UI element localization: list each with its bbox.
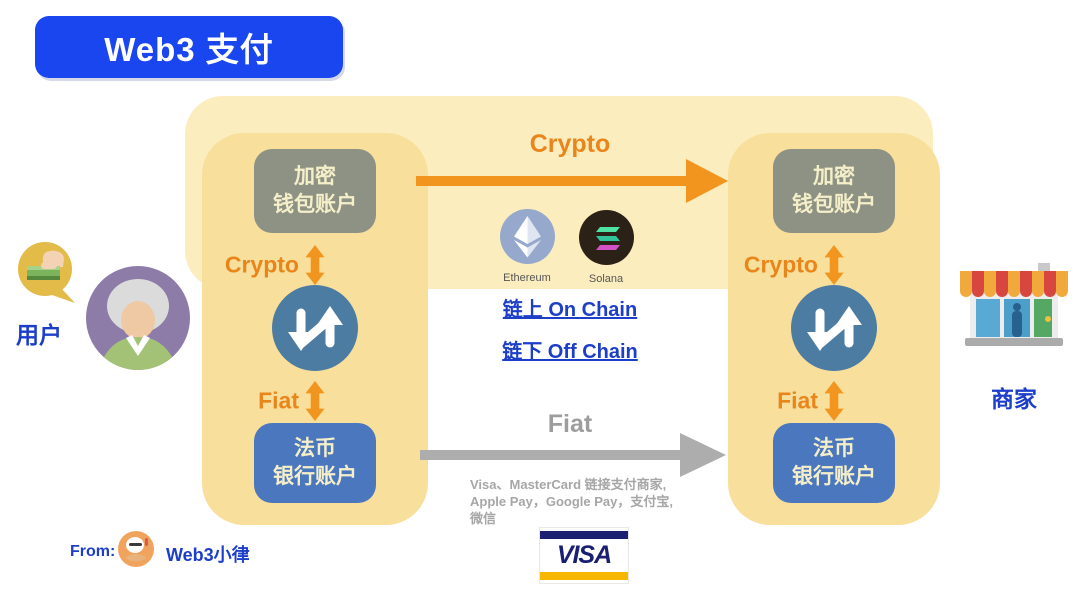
swap-icon [272,285,358,371]
crypto-wallet-label-line1: 加密 [294,164,336,188]
crypto-exchange-row: Crypto [728,243,940,287]
user-avatar [86,266,190,370]
crypto-wallet-label-line1: 加密 [813,164,855,188]
updown-arrow-icon [824,380,844,422]
crypto-exchange-row: Crypto [202,243,428,287]
crypto-flow-arrowhead-icon [686,159,728,203]
fiat-side-label: Fiat [777,387,818,414]
crypto-wallet-box: 加密 钱包账户 [773,149,895,233]
crypto-wallet-label-line2: 钱包账户 [273,193,357,216]
solana-chain: Solana [571,210,641,285]
fiat-flow-arrowhead-icon [680,433,726,477]
visa-wordmark: VISA [556,541,612,569]
visa-logo: VISA [539,527,629,584]
ethereum-chain: Ethereum [492,209,562,284]
merchant-store-icon [960,263,1068,346]
visa-navy-bar [540,531,628,539]
on-chain-label: 链上 On Chain [502,299,638,321]
fiat-side-label: Fiat [258,387,299,414]
crypto-wallet-box: 加密 钱包账户 [254,149,376,233]
crypto-flow-label: Crypto [529,130,611,158]
note-line: 微信 [470,511,497,526]
fiat-bank-label-line2: 银行账户 [273,465,357,488]
chain-name: Ethereum [503,272,551,284]
user-label: 用户 [16,322,62,348]
ethereum-icon [499,209,555,264]
page-title: Web3 支付 [104,31,274,68]
fiat-bank-box: 法币 银行账户 [254,423,376,503]
title-badge: Web3 支付 [35,16,343,78]
fiat-exchange-row: Fiat [728,379,940,423]
updown-arrow-icon [305,380,325,422]
fiat-providers-note: Visa、MasterCard 链接支付商家, Apple Pay，Google… [470,476,750,527]
updown-arrow-icon [824,244,844,286]
card-payment-bubble-icon [18,242,75,303]
fiat-flow-label: Fiat [547,410,593,438]
from-label: From: [70,543,116,560]
crypto-wallet-label-line2: 钱包账户 [792,193,876,216]
fiat-exchange-row: Fiat [202,379,428,423]
note-line: Visa、MasterCard 链接支付商家, [470,477,667,492]
off-chain-label: 链下 Off Chain [502,341,638,363]
visa-gold-bar [540,572,628,580]
solana-icon [578,210,634,265]
note-line: Apple Pay，Google Pay，支付宝, [470,494,673,509]
merchant-label: 商家 [991,386,1037,412]
chain-name: Solana [588,273,624,285]
swap-icon [791,285,877,371]
fiat-flow-arrow [420,450,682,460]
brand-logo-icon [118,531,154,567]
crypto-side-label: Crypto [224,251,299,278]
fiat-bank-box: 法币 银行账户 [773,423,895,503]
updown-arrow-icon [305,244,325,286]
chain-divider-dashed-line [356,324,790,330]
fiat-bank-label-line1: 法币 [294,436,336,460]
fiat-bank-label-line2: 银行账户 [792,465,876,488]
brand-name: Web3小律 [166,545,250,565]
crypto-side-label: Crypto [743,251,818,278]
fiat-bank-label-line1: 法币 [813,436,855,460]
crypto-flow-arrow [416,176,688,186]
